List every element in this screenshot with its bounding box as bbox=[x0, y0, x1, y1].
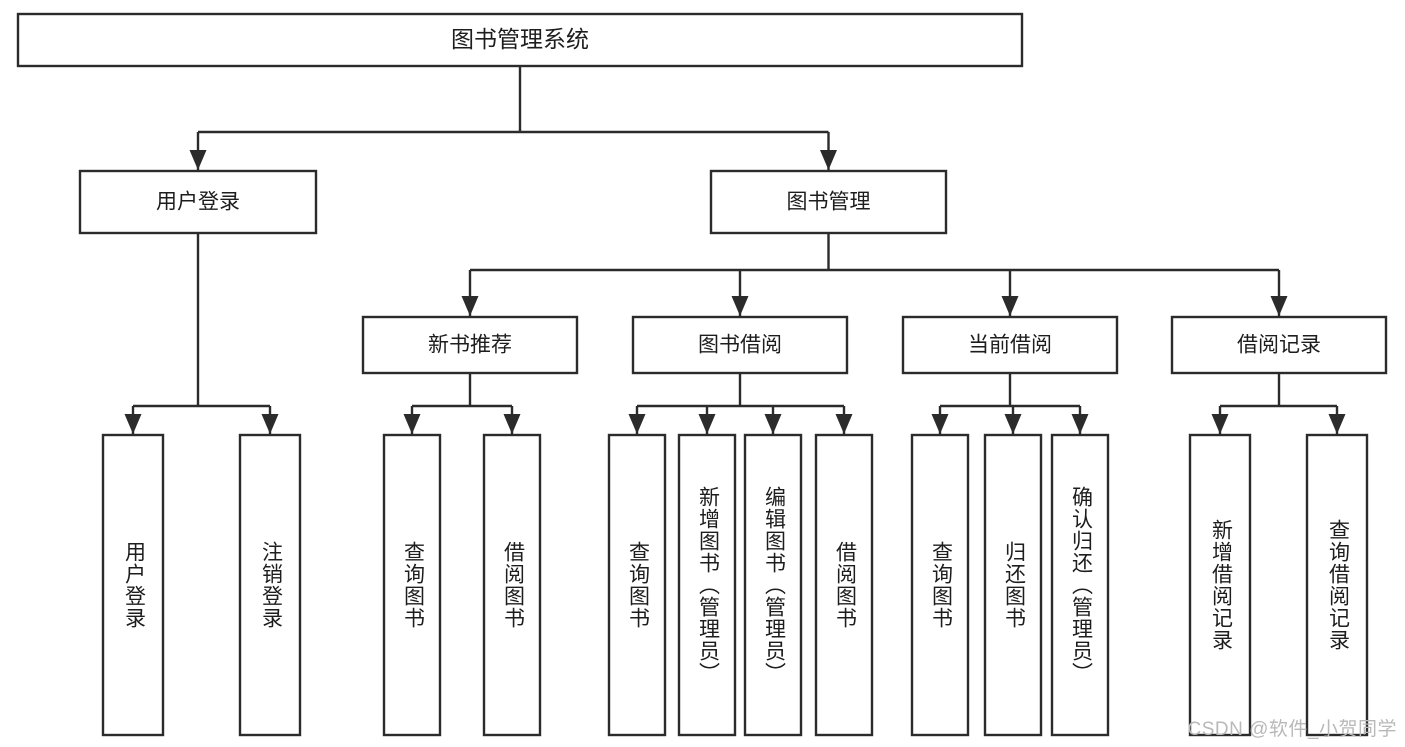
node-leaf-query-book-2[interactable] bbox=[607, 433, 667, 737]
arrow-head-icon bbox=[628, 414, 646, 434]
node-leaf-return-book[interactable] bbox=[983, 433, 1043, 737]
node-label: 图书管理 bbox=[787, 191, 871, 214]
arrow-head-icon bbox=[835, 414, 853, 434]
node-root[interactable]: 图书管理系统 bbox=[16, 12, 1024, 68]
node-leaf-query-record[interactable] bbox=[1305, 433, 1369, 737]
node-label: 图书管理系统 bbox=[451, 26, 589, 52]
connector-layer bbox=[124, 66, 1346, 434]
edge-group-book-borrow bbox=[628, 373, 853, 434]
node-current-borrow[interactable]: 当前借阅 bbox=[901, 315, 1119, 375]
arrow-head-icon bbox=[1001, 296, 1019, 316]
arrow-head-icon bbox=[503, 414, 521, 434]
edge-group-borrow-record bbox=[1211, 373, 1346, 434]
edge-group-current-borrow bbox=[931, 373, 1089, 434]
node-leaf-add-book[interactable] bbox=[677, 433, 737, 737]
node-leaf-add-record[interactable] bbox=[1188, 433, 1252, 737]
arrow-head-icon bbox=[1004, 414, 1022, 434]
arrow-head-icon bbox=[820, 150, 837, 170]
arrow-head-icon bbox=[403, 414, 421, 434]
arrow-head-icon bbox=[764, 414, 782, 434]
arrow-head-icon bbox=[1211, 414, 1229, 434]
node-book-borrow[interactable]: 图书借阅 bbox=[631, 315, 849, 375]
node-leaf-borrow-book-2[interactable] bbox=[814, 433, 874, 737]
node-label: 图书借阅 bbox=[698, 334, 782, 357]
edge-group-root bbox=[189, 66, 837, 170]
arrow-head-icon bbox=[461, 296, 479, 316]
node-leaf-query-book-1[interactable] bbox=[382, 433, 442, 737]
arrow-head-icon bbox=[1328, 414, 1346, 434]
edge-group-book-manage bbox=[461, 233, 1288, 316]
watermark-text: CSDN @软件_小贺同学 bbox=[1187, 719, 1397, 740]
node-label: 当前借阅 bbox=[968, 334, 1052, 357]
arrow-head-icon bbox=[124, 414, 142, 434]
node-leaf-confirm-return[interactable] bbox=[1050, 433, 1110, 737]
arrow-head-icon bbox=[1270, 296, 1288, 316]
arrow-head-icon bbox=[931, 414, 949, 434]
node-leaf-logout-login[interactable] bbox=[238, 433, 302, 737]
node-borrow-record[interactable]: 借阅记录 bbox=[1170, 315, 1388, 375]
arrow-head-icon bbox=[698, 414, 716, 434]
edge-group-new-book-rec bbox=[403, 373, 521, 434]
node-leaf-edit-book[interactable] bbox=[743, 433, 803, 737]
edge-group-user-login bbox=[124, 233, 279, 434]
node-label: 借阅记录 bbox=[1237, 334, 1321, 357]
arrow-head-icon bbox=[261, 414, 279, 434]
arrow-head-icon bbox=[189, 150, 207, 170]
node-user-login[interactable]: 用户登录 bbox=[78, 169, 318, 235]
node-label: 新书推荐 bbox=[428, 334, 512, 357]
node-book-manage[interactable]: 图书管理 bbox=[709, 169, 948, 235]
arrow-head-icon bbox=[1071, 414, 1089, 434]
node-label: 用户登录 bbox=[156, 191, 240, 214]
node-leaf-borrow-book-1[interactable] bbox=[482, 433, 542, 737]
node-leaf-query-book-3[interactable] bbox=[910, 433, 970, 737]
node-leaf-user-login[interactable] bbox=[101, 433, 165, 737]
node-new-book-rec[interactable]: 新书推荐 bbox=[361, 315, 579, 375]
arrow-head-icon bbox=[731, 296, 749, 316]
